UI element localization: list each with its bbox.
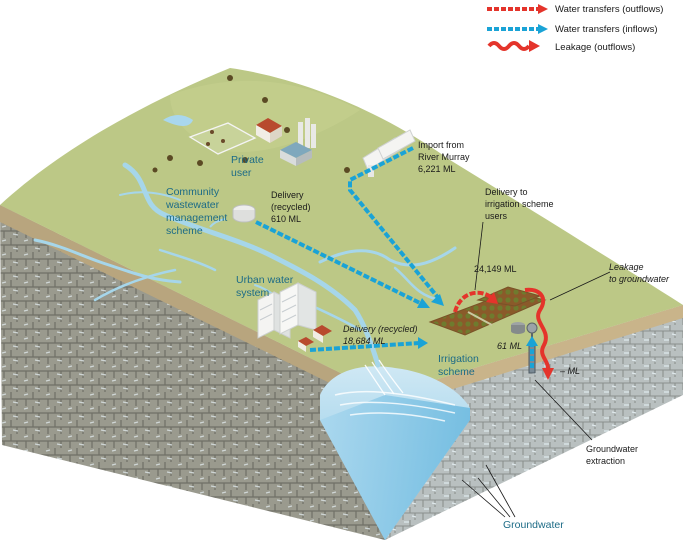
reservoir-face	[320, 395, 470, 540]
terrain-block	[0, 68, 683, 540]
leakage-gw-label: Leakage to groundwater	[609, 262, 670, 284]
legend-outflows-label: Water transfers (outflows)	[555, 4, 663, 15]
river-network	[33, 162, 457, 368]
leakage-value-label: – ML	[559, 366, 580, 376]
leakage-outflow-arrow	[524, 287, 554, 380]
urban-buildings	[257, 282, 332, 352]
extraction-inflow-arrow	[526, 336, 538, 368]
legend: Water transfers (outflows) Water transfe…	[487, 4, 663, 53]
urban-inflow-arrow	[309, 337, 428, 352]
community-wastewater-tank	[209, 204, 256, 228]
private-user-farm: Private user	[152, 75, 350, 179]
private-user-label: Private user	[231, 154, 267, 179]
irrigation-label: Irrigation scheme	[438, 353, 482, 378]
community-delivery-label: Delivery (recycled) 610 ML	[271, 190, 313, 224]
delivery-outflow-arrow	[453, 290, 498, 313]
community-label: Community wastewater management scheme	[165, 186, 230, 237]
delivery-value-label: 24,149 ML	[474, 264, 517, 274]
legend-outflows: Water transfers (outflows)	[487, 4, 663, 15]
soil-band-left	[0, 205, 385, 410]
legend-leakage-label: Leakage (outflows)	[555, 42, 635, 53]
delivery-users-label: Delivery to irrigation scheme users	[485, 187, 556, 221]
groundwater-pointers	[461, 464, 516, 518]
urban-label: Urban water system	[236, 274, 296, 299]
import-label: Import from River Murray 6,221 ML	[418, 140, 472, 174]
import-inflow-arrow	[348, 146, 444, 306]
terrain-left-face	[0, 205, 385, 540]
terrain-right-face	[385, 305, 683, 540]
urban-delivery-label: Delivery (recycled) 18,684 ML	[343, 324, 420, 346]
legend-inflows: Water transfers (inflows)	[487, 24, 658, 35]
extraction-value-label: 61 ML	[497, 341, 522, 351]
community-inflow-arrow	[255, 220, 430, 308]
groundwater-label: Groundwater	[503, 519, 564, 531]
legend-inflows-label: Water transfers (inflows)	[555, 24, 658, 35]
gw-extraction-label: Groundwater extraction	[586, 444, 641, 466]
river-murray-pipe	[362, 129, 416, 177]
legend-leakage: Leakage (outflows)	[487, 40, 635, 53]
